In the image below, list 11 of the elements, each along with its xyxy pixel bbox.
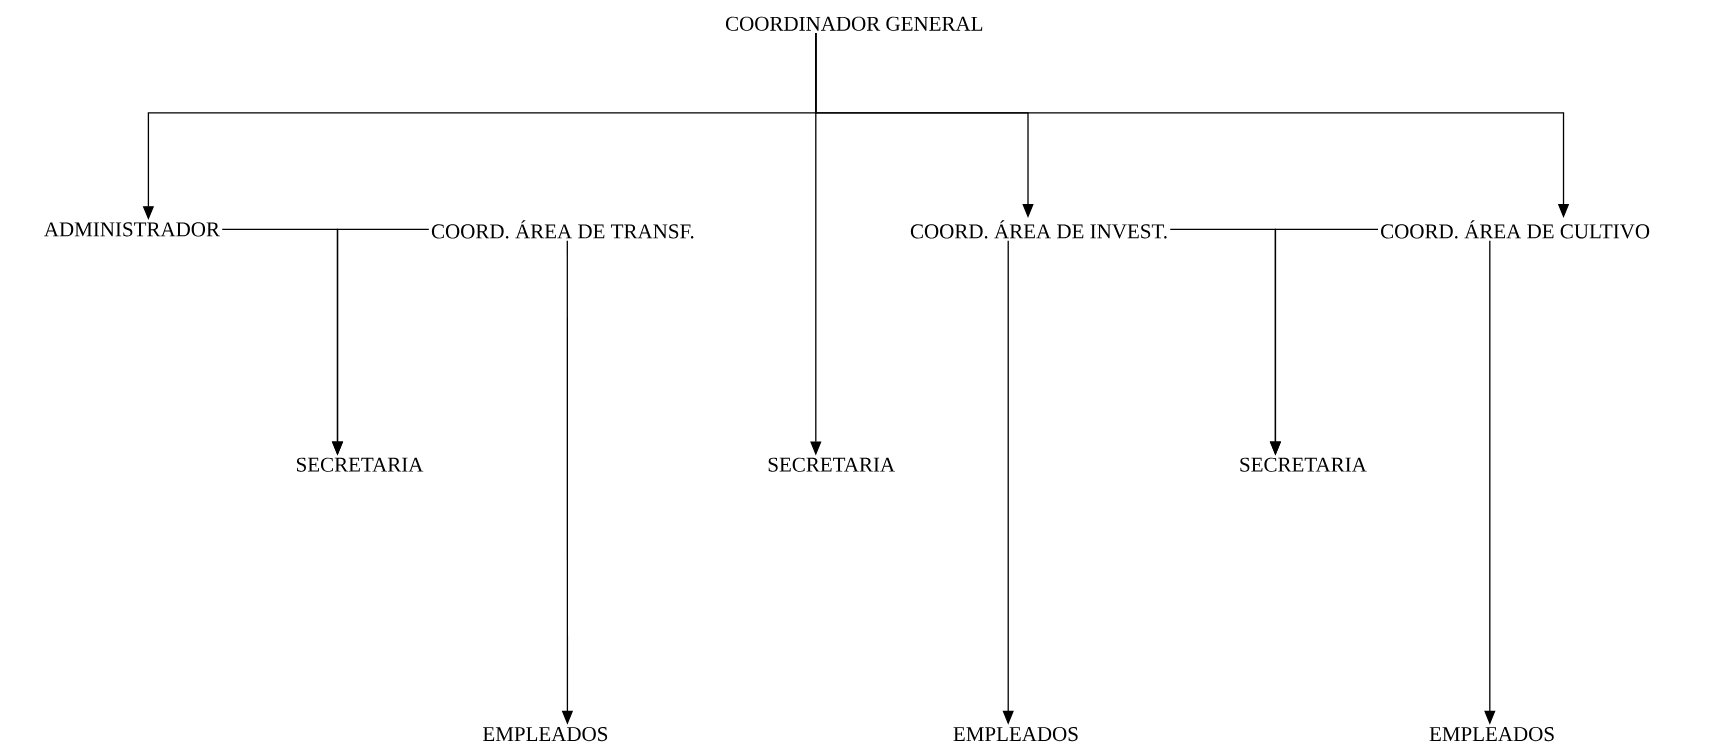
node-label: EMPLEADOS (483, 727, 608, 742)
node-label: EMPLEADOS (1429, 727, 1554, 742)
node-label: COORD. ÁREA DE INVEST. (910, 220, 1167, 239)
node-label: ADMINISTRADOR (44, 222, 220, 237)
node-label: SECRETARIA (297, 457, 424, 472)
node-label: SECRETARIA (1240, 457, 1367, 472)
node-label: SECRETARIA (768, 457, 895, 472)
node-label: COORD. ÁREA DE TRANSF. (431, 220, 694, 239)
node-label: COORDINADOR GENERAL (725, 16, 983, 31)
node-label: EMPLEADOS (953, 727, 1078, 742)
node-label: COORD. ÁREA DE CULTIVO (1381, 220, 1650, 239)
